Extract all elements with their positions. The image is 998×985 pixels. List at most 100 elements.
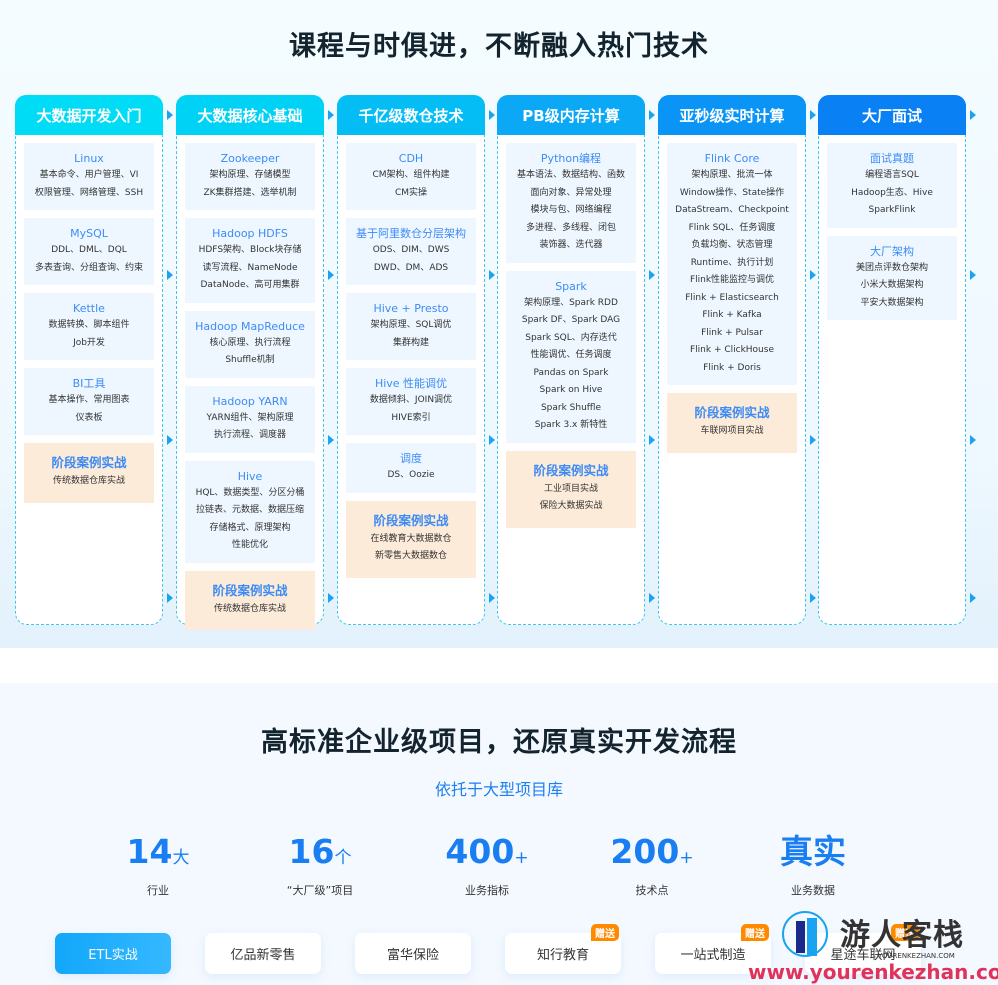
case-study-detail: 保险大数据实战 bbox=[539, 501, 603, 511]
topic-detail: DDL、DML、DQL bbox=[51, 245, 127, 255]
stat-business-metrics: 400+ 业务指标 bbox=[407, 832, 567, 898]
topic-detail: DS、Oozie bbox=[387, 470, 435, 480]
tab-label: 星途车联网 bbox=[830, 948, 896, 963]
section-divider bbox=[0, 648, 998, 683]
topic-card: Hive 性能调优数据倾斜、JOIN调优 HIVE索引 bbox=[346, 368, 476, 435]
topic-detail: CM架构、组件构建 bbox=[372, 170, 450, 180]
topic-detail: Window操作、State操作 bbox=[679, 187, 785, 198]
topic-detail: SparkFlink bbox=[868, 205, 916, 215]
topic-detail: 编程语言SQL bbox=[865, 170, 919, 180]
topic-detail: 面向对象、异常处理 bbox=[530, 187, 612, 198]
topic-detail: 存储格式、原理架构 bbox=[209, 522, 291, 533]
topic-detail: 架构原理、SQL调优 bbox=[370, 320, 452, 330]
topic-detail: Flink + Kafka bbox=[702, 310, 762, 320]
topic-title: 大厂架构 bbox=[870, 244, 914, 258]
topic-detail: 装饰器、迭代器 bbox=[539, 240, 603, 250]
topic-detail: 架构原理、批流一体 bbox=[691, 170, 773, 180]
topic-detail: 基本命令、用户管理、VI bbox=[39, 170, 139, 180]
arrow-right-icon bbox=[489, 270, 495, 280]
topic-title: Flink Core bbox=[704, 152, 760, 165]
topic-title: Hive bbox=[237, 469, 263, 483]
topic-detail: 核心原理、执行流程 bbox=[209, 337, 291, 348]
topic-title: Hive 性能调优 bbox=[374, 377, 448, 390]
case-study-detail: 传统数据仓库实战 bbox=[213, 603, 286, 614]
stat-tech-points: 200+ 技术点 bbox=[572, 832, 732, 898]
tab-label: 一站式制造 bbox=[680, 948, 746, 963]
topic-title: Zookeeper bbox=[220, 152, 280, 165]
topic-title: Hadoop HDFS bbox=[212, 227, 288, 240]
projects-title: 高标准企业级项目，还原真实开发流程 bbox=[261, 727, 737, 758]
tab-label: 亿品新零售 bbox=[230, 948, 296, 963]
tab-insurance[interactable]: 富华保险 bbox=[355, 933, 471, 974]
arrow-right-icon bbox=[489, 110, 495, 120]
case-study-card: 阶段案例实战车联网项目实战 bbox=[667, 393, 797, 453]
topic-title: Python编程 bbox=[540, 152, 602, 165]
gift-badge: 赠送 bbox=[891, 924, 919, 941]
stat-unit: 个 bbox=[334, 848, 352, 868]
topic-detail: CM实操 bbox=[394, 187, 428, 198]
topic-detail: Flink + Pulsar bbox=[701, 327, 763, 338]
topic-detail: 多表查询、分组查询、约束 bbox=[34, 262, 143, 273]
case-study-title: 阶段案例实战 bbox=[212, 582, 288, 598]
topic-detail: HDFS架构、Block块存储 bbox=[198, 245, 302, 255]
tab-education[interactable]: 知行教育 赠送 bbox=[505, 924, 621, 974]
arrow-right-icon bbox=[970, 435, 976, 445]
tab-manufacturing[interactable]: 一站式制造 赠送 bbox=[655, 924, 771, 974]
arrow-right-icon bbox=[810, 110, 816, 120]
stat-number: 400 bbox=[445, 832, 515, 871]
case-study-detail: 在线教育大数据数仓 bbox=[370, 533, 452, 544]
topic-detail: ODS、DIM、DWS bbox=[372, 245, 450, 255]
topic-detail: Spark Shuffle bbox=[540, 402, 602, 413]
topic-detail: Spark DF、Spark DAG bbox=[521, 315, 621, 325]
case-study-detail: 工业项目实战 bbox=[543, 483, 598, 494]
topic-detail: 基本操作、常用图表 bbox=[48, 395, 130, 405]
tab-etl[interactable]: ETL实战 bbox=[55, 933, 171, 974]
stat-label: “大厂级”项目 bbox=[286, 884, 354, 897]
topic-detail: 模块与包、网络编程 bbox=[530, 205, 612, 215]
topic-card: 大厂架构美团点评数仓架构小米大数据架构平安大数据架构 bbox=[827, 235, 957, 320]
arrow-right-icon bbox=[970, 110, 976, 120]
stat-label: 业务数据 bbox=[791, 884, 835, 897]
topic-card: BI工具基本操作、常用图表仪表板 bbox=[24, 368, 154, 435]
case-study-title: 阶段案例实战 bbox=[694, 405, 770, 420]
topic-detail: Shuffle机制 bbox=[225, 355, 275, 365]
arrow-right-icon bbox=[167, 435, 173, 445]
topic-detail: DataNode、高可用集群 bbox=[200, 280, 300, 290]
case-study-title: 阶段案例实战 bbox=[533, 462, 609, 478]
column-header: 亚秒级实时计算 bbox=[658, 95, 806, 135]
topic-detail: 架构原理、Spark RDD bbox=[524, 297, 618, 308]
topic-detail: Flink性能监控与调优 bbox=[689, 275, 775, 285]
topic-detail: Spark 3.x 新特性 bbox=[534, 420, 608, 430]
stat-label: 技术点 bbox=[635, 884, 669, 897]
topic-detail: Flink + Doris bbox=[703, 362, 761, 373]
column-header: 大数据核心基础 bbox=[176, 95, 324, 135]
watermark-logo-icon bbox=[782, 911, 828, 957]
arrow-right-icon bbox=[489, 593, 495, 603]
topic-detail: 数据倾斜、JOIN调优 bbox=[369, 395, 453, 405]
arrow-right-icon bbox=[649, 110, 655, 120]
topic-title: Hive + Presto bbox=[373, 302, 449, 315]
gift-badge: 赠送 bbox=[591, 924, 619, 941]
column-header: PB级内存计算 bbox=[497, 95, 645, 135]
topic-detail: 负载均衡、状态管理 bbox=[691, 240, 773, 250]
topic-detail: 美团点评数仓架构 bbox=[855, 262, 928, 273]
stat-number: 200 bbox=[610, 832, 680, 871]
arrow-right-icon bbox=[810, 593, 816, 603]
arrow-right-icon bbox=[649, 270, 655, 280]
topic-card: Python编程基本语法、数据结构、函数面向对象、异常处理模块与包、网络编程多进… bbox=[506, 143, 636, 263]
topic-detail: HIVE索引 bbox=[391, 412, 431, 423]
topic-detail: Runtime、执行计划 bbox=[690, 257, 774, 268]
arrow-right-icon bbox=[649, 435, 655, 445]
arrow-right-icon bbox=[649, 593, 655, 603]
tab-retail[interactable]: 亿品新零售 bbox=[205, 933, 321, 974]
arrow-right-icon bbox=[489, 435, 495, 445]
stat-unit: + bbox=[514, 848, 529, 868]
